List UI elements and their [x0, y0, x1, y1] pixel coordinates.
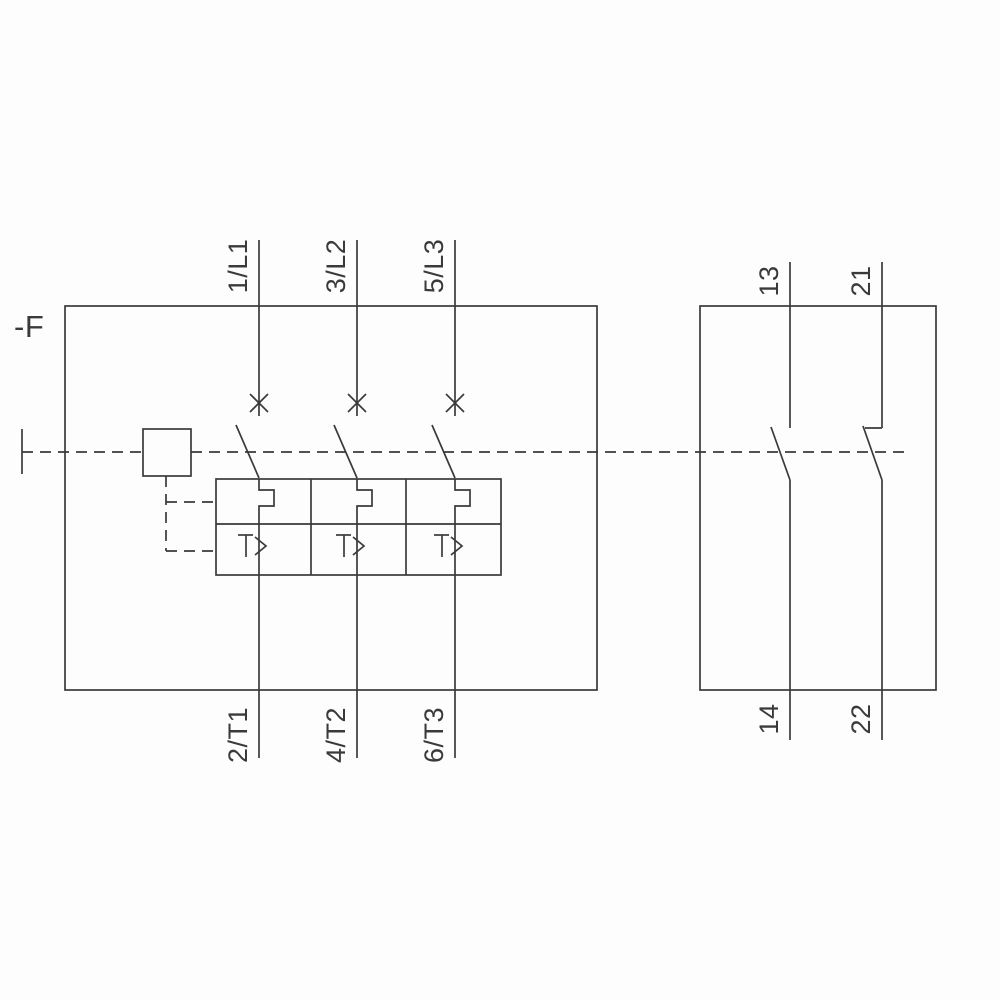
- linework-group: [21, 240, 937, 758]
- pole-1-contact-blade: [235, 424, 260, 479]
- terminal-label-13: 13: [754, 265, 784, 296]
- terminal-label-3L2: 3/L2: [321, 239, 351, 294]
- terminal-label-1L1: 1/L1: [223, 239, 253, 294]
- pole-1-thermal-overload-icon: [258, 479, 275, 524]
- labels-group: -F 1/L1 3/L2 5/L3 2/T1 4/T2 6/T3 13 21 1…: [14, 239, 876, 763]
- terminal-label-6T3: 6/T3: [419, 707, 449, 763]
- pole-1-contact-cross-icon: [249, 393, 269, 413]
- pole-3: [431, 240, 471, 758]
- pole-3-contact-blade: [431, 424, 456, 479]
- terminal-label-14: 14: [754, 703, 784, 734]
- trip-unit-outer-rect: [215, 478, 502, 576]
- pole-1: [235, 240, 275, 758]
- mechanical-linkage-group: [22, 451, 906, 552]
- breaker-outline-box: [64, 305, 598, 691]
- terminal-label-2T1: 2/T1: [223, 707, 253, 763]
- terminal-label-4T2: 4/T2: [321, 707, 351, 763]
- pole-3-magnetic-trip-icon: [434, 534, 464, 557]
- pole-2-contact-cross-icon: [347, 393, 367, 413]
- aux-nc-contact-blade: [862, 425, 883, 481]
- aux-no-contact-blade: [770, 426, 791, 481]
- aux-contact-no: [770, 262, 791, 740]
- pole-3-thermal-overload-icon: [454, 479, 471, 524]
- pole-1-magnetic-trip-icon: [238, 534, 268, 557]
- pole-2-contact-blade: [333, 424, 358, 479]
- aux-contact-nc: [862, 262, 883, 740]
- terminal-label-5L3: 5/L3: [419, 239, 449, 294]
- terminal-label-22: 22: [846, 703, 876, 734]
- pole-2: [333, 240, 373, 758]
- aux-contact-outline-box: [699, 305, 937, 691]
- terminal-label-21: 21: [846, 265, 876, 296]
- pole-2-magnetic-trip-icon: [336, 534, 366, 557]
- pole-2-thermal-overload-icon: [356, 479, 373, 524]
- device-label: -F: [14, 309, 44, 344]
- trip-unit-box-grid: [215, 478, 502, 576]
- pole-3-contact-cross-icon: [445, 393, 465, 413]
